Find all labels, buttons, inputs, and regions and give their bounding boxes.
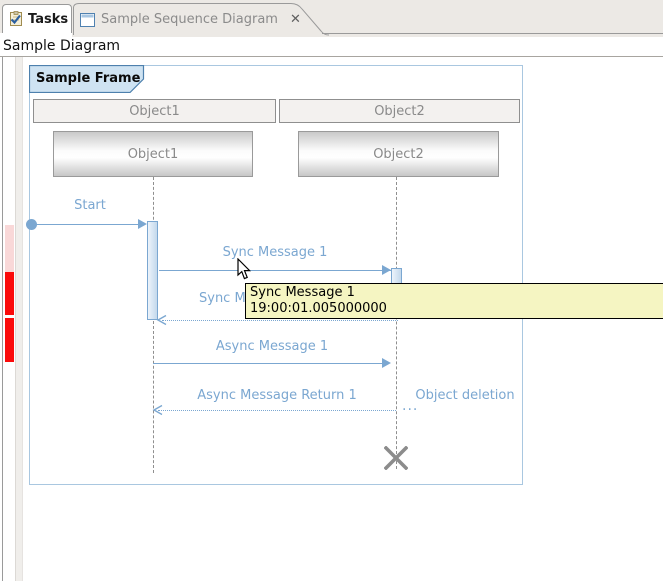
diagram-gutter	[15, 57, 23, 581]
mouse-cursor-icon	[237, 258, 253, 281]
object1-label: Object1	[128, 147, 179, 162]
view-left-border	[2, 57, 3, 581]
header-object1-label: Object1	[129, 104, 180, 119]
message-line-sync1[interactable]	[159, 270, 391, 271]
header-box-object2[interactable]: Object2	[279, 99, 520, 123]
arrowhead-open-left2-icon	[152, 404, 164, 416]
message-line-async-return[interactable]	[158, 410, 396, 411]
message-line-sync-return[interactable]	[162, 320, 398, 321]
tasks-icon	[8, 11, 24, 27]
message-label-sync1[interactable]: Sync Message 1	[175, 245, 375, 260]
close-icon[interactable]: ✕	[290, 12, 301, 27]
time-compression-marker-light[interactable]	[5, 225, 14, 272]
arrowhead-async1-icon	[382, 358, 391, 368]
tab-tasks[interactable]: Tasks	[2, 4, 72, 33]
breadcrumb: Sample Diagram	[3, 38, 120, 54]
header-object2-label: Object2	[374, 104, 425, 119]
object-deletion-dots: ...	[402, 398, 418, 414]
lifeline-box-object1[interactable]: Object1	[53, 131, 253, 177]
tab-tasks-label: Tasks	[28, 12, 68, 27]
execution-bar-object1[interactable]	[147, 221, 158, 320]
lifeline-box-object2[interactable]: Object2	[298, 131, 499, 177]
header-box-object1[interactable]: Object1	[33, 99, 276, 123]
object-deletion-label[interactable]: Object deletion	[410, 388, 520, 403]
message-label-async-return[interactable]: Async Message Return 1	[177, 388, 377, 403]
frame-title: Sample Frame	[36, 71, 140, 86]
message-label-sync-return[interactable]: Sync M	[199, 291, 246, 306]
lifeline-object2[interactable]	[396, 177, 397, 469]
tooltip-title: Sync Message 1	[250, 285, 659, 301]
message-line-start[interactable]	[32, 224, 140, 225]
arrowhead-sync1-icon	[382, 265, 391, 275]
time-compression-marker-red-1[interactable]	[5, 272, 14, 315]
sequence-frame[interactable]	[29, 65, 523, 485]
message-label-async1[interactable]: Async Message 1	[172, 339, 372, 354]
tooltip: Sync Message 1 19:00:01.005000000	[245, 283, 663, 319]
message-line-async1[interactable]	[153, 363, 383, 364]
tooltip-timestamp: 19:00:01.005000000	[250, 301, 659, 317]
object2-label: Object2	[373, 147, 424, 162]
arrowhead-start-icon	[138, 219, 147, 229]
time-compression-marker-red-2[interactable]	[5, 318, 14, 362]
editor-icon	[80, 13, 95, 27]
message-label-start[interactable]: Start	[58, 198, 122, 213]
object-deletion-cross-icon[interactable]	[384, 446, 408, 470]
tab-editor-label: Sample Sequence Diagram	[101, 12, 278, 27]
arrowhead-open-left-icon	[156, 314, 168, 326]
tab-sample-sequence-diagram[interactable]: Sample Sequence Diagram ✕	[73, 2, 325, 37]
tab-bar-bottom-line	[322, 33, 663, 34]
